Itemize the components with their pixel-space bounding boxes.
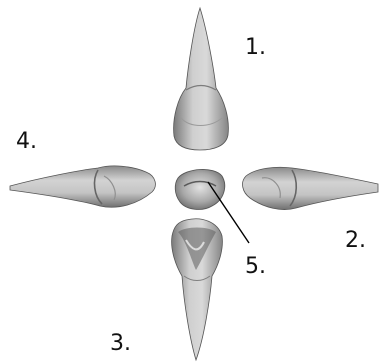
tooth-view-5 <box>175 169 225 209</box>
label-view-1: 1. <box>245 37 266 59</box>
tooth-view-2 <box>243 167 378 209</box>
label-view-4: 4. <box>16 131 37 153</box>
label-view-2: 2. <box>345 230 366 252</box>
label-view-3: 3. <box>110 333 131 355</box>
tooth-view-1 <box>174 8 229 150</box>
tooth-view-4 <box>10 166 155 207</box>
tooth-view-3 <box>172 219 223 360</box>
label-view-5: 5. <box>245 256 266 278</box>
